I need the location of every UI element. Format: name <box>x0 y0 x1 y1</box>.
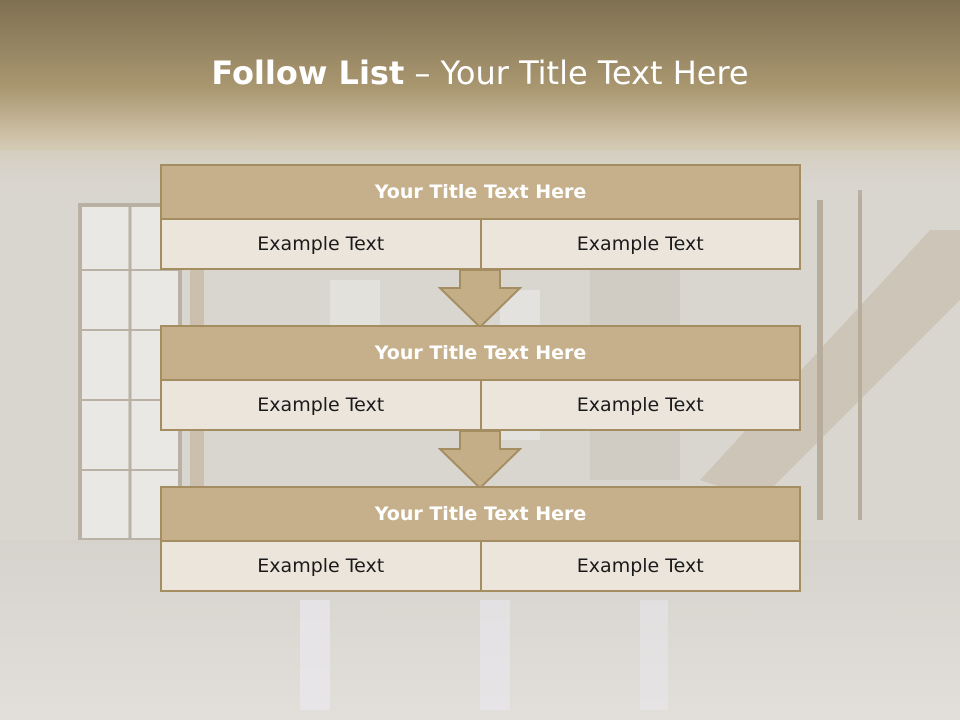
list-block-2: Your Title Text Here Example Text Exampl… <box>160 325 801 431</box>
block-title: Your Title Text Here <box>160 164 801 220</box>
slide-title-sub: Your Title Text Here <box>440 54 749 92</box>
block-row: Example Text Example Text <box>160 220 801 270</box>
block-cell-left: Example Text <box>160 381 482 431</box>
block-row: Example Text Example Text <box>160 381 801 431</box>
block-title: Your Title Text Here <box>160 325 801 381</box>
down-arrow-icon <box>438 270 522 328</box>
down-arrow-icon <box>438 431 522 489</box>
title-dash: – <box>414 54 431 92</box>
list-block-1: Your Title Text Here Example Text Exampl… <box>160 164 801 270</box>
block-title: Your Title Text Here <box>160 486 801 542</box>
block-cell-left: Example Text <box>160 542 482 592</box>
block-row: Example Text Example Text <box>160 542 801 592</box>
block-cell-right: Example Text <box>481 542 801 592</box>
slide-title-main: Follow List <box>211 54 405 92</box>
block-cell-right: Example Text <box>481 220 801 270</box>
slide-title: Follow List – Your Title Text Here <box>0 54 960 92</box>
block-cell-right: Example Text <box>481 381 801 431</box>
block-cell-left: Example Text <box>160 220 482 270</box>
list-block-3: Your Title Text Here Example Text Exampl… <box>160 486 801 592</box>
